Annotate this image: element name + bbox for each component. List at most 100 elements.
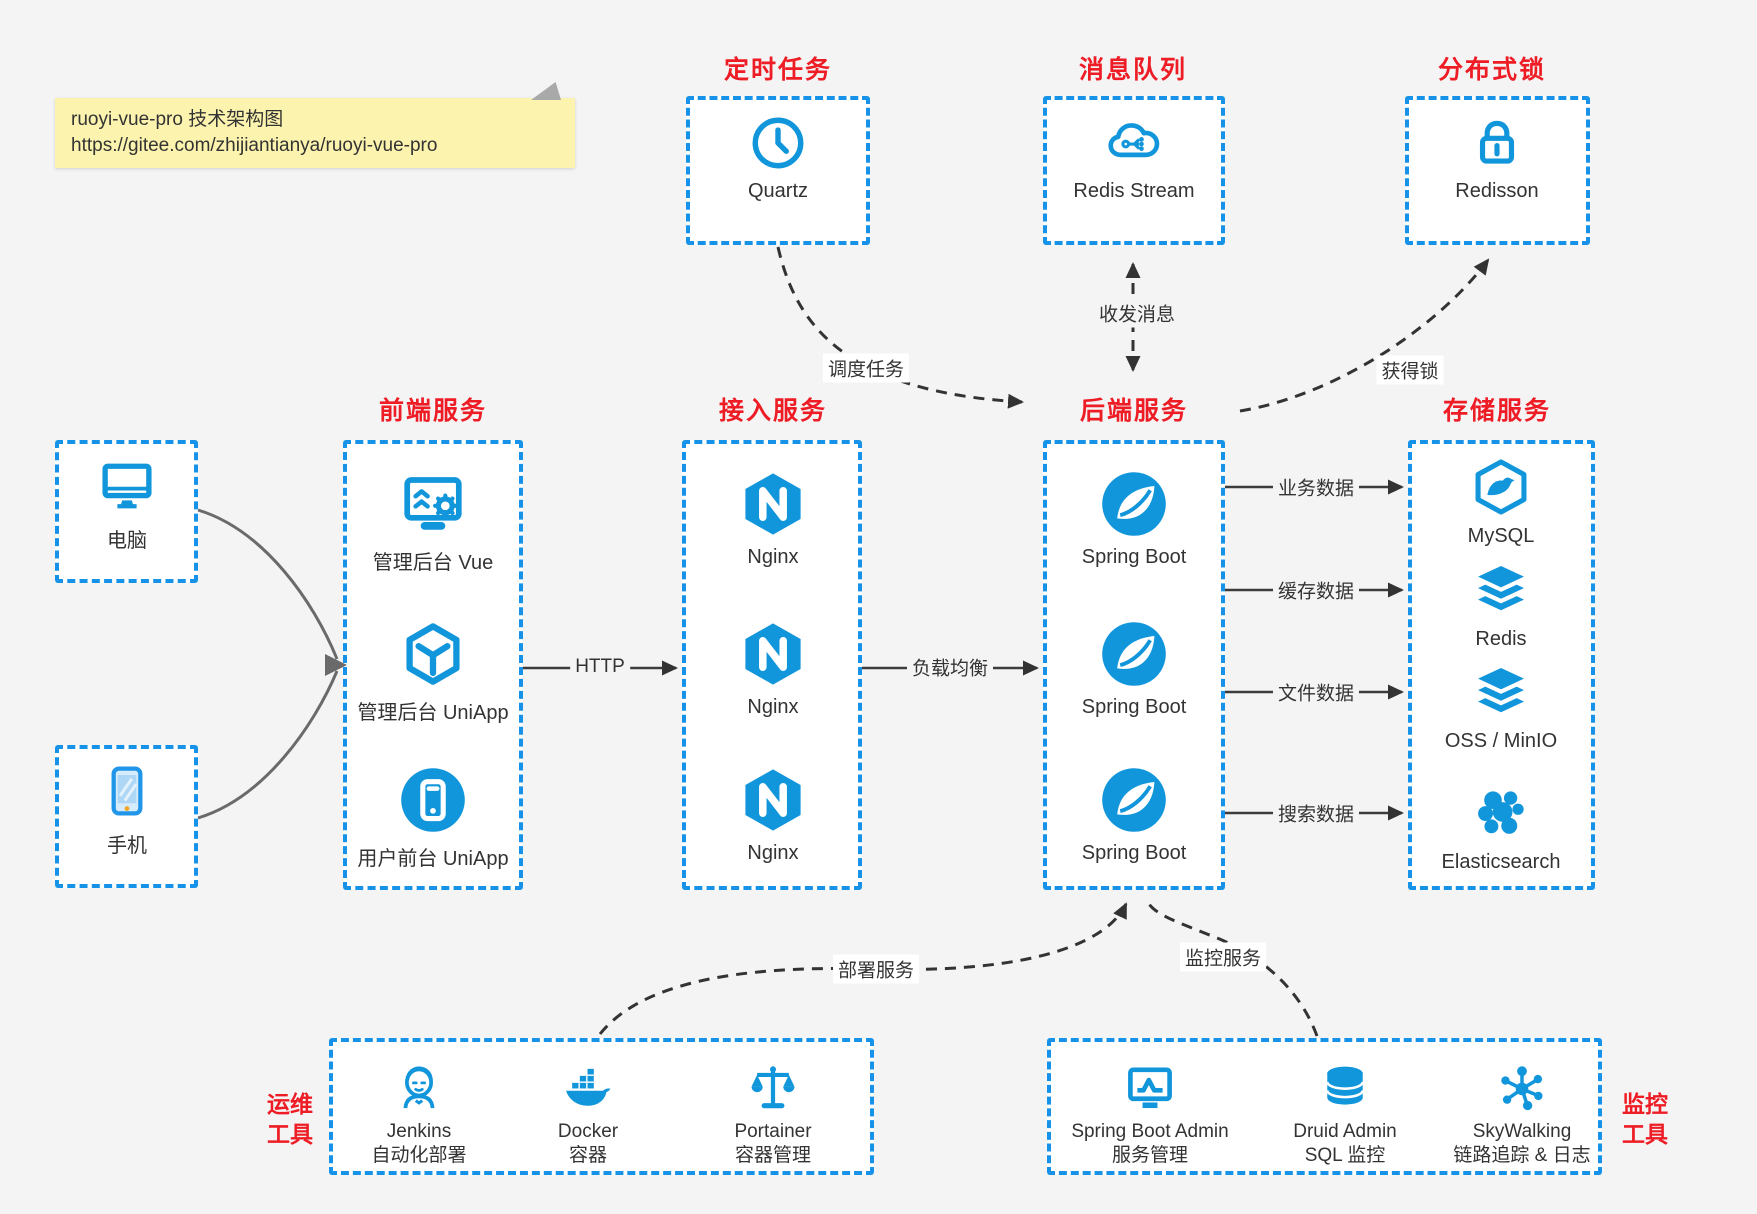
node-mobile: 手机 <box>22 759 232 858</box>
node-label: 管理后台 Vue <box>372 552 494 574</box>
node-admin-vue: 管理后台 Vue <box>328 468 538 575</box>
nginx-icon <box>745 623 801 685</box>
node-springboot-1: Spring Boot <box>1029 468 1239 569</box>
node-springboot-3: Spring Boot <box>1029 764 1239 865</box>
jenkins-icon <box>403 1066 435 1109</box>
elasticsearch-icon <box>1478 791 1524 834</box>
node-admin-uniapp: 管理后台 UniApp <box>328 618 538 725</box>
springboot-admin-icon <box>1128 1067 1172 1109</box>
redis-icon <box>1478 566 1524 611</box>
box-monitor-tools <box>1047 1038 1602 1175</box>
column-title-gateway: 接入服务 <box>718 397 828 425</box>
node-druid-admin: Druid Admin SQL 监控 <box>1240 1060 1450 1168</box>
node-jenkins: Jenkins 自动化部署 <box>314 1060 524 1168</box>
column-title-frontend: 前端服务 <box>378 397 488 425</box>
node-label: Spring Boot <box>1081 842 1187 864</box>
note-fold <box>531 82 561 100</box>
edge-label-message: 收发消息 <box>1093 298 1181 328</box>
node-label: 电脑 <box>107 530 147 552</box>
node-skywalking: SkyWalking 链路追踪 & 日志 <box>1417 1060 1627 1168</box>
box-message-queue <box>1043 96 1225 245</box>
node-label: Nginx <box>747 696 799 718</box>
node-docker: Docker 容器 <box>483 1060 693 1168</box>
note-sticky: ruoyi-vue-pro 技术架构图 https://gitee.com/zh… <box>55 82 575 168</box>
desktop-icon <box>102 463 152 509</box>
docker-icon <box>566 1068 611 1106</box>
node-label: Spring Boot <box>1081 696 1187 718</box>
node-nginx-2: Nginx <box>668 618 878 719</box>
node-springboot-admin: Spring Boot Admin 服务管理 <box>1045 1060 1255 1168</box>
edge-label-cache-data: 缓存数据 <box>1272 575 1360 605</box>
group-title-distributed-lock: 分布式锁 <box>1437 56 1547 84</box>
nginx-icon <box>745 473 801 535</box>
node-oss-minio: OSS / MinIO <box>1396 660 1606 753</box>
portainer-icon <box>751 1066 795 1109</box>
edge-label-monitor: 监控服务 <box>1179 942 1267 972</box>
ops-tools-title: 运维 工具 <box>267 1091 313 1147</box>
edge-label-search-data: 搜索数据 <box>1272 798 1360 828</box>
box-distributed-lock <box>1405 96 1590 245</box>
edge-label-business-data: 业务数据 <box>1272 472 1360 502</box>
node-sublabel: 链路追踪 & 日志 <box>1453 1145 1591 1166</box>
edge-label-http: HTTP <box>570 655 630 679</box>
spring-icon <box>1102 622 1166 686</box>
node-mysql: MySQL <box>1396 455 1606 548</box>
node-user-uniapp: 用户前台 UniApp <box>328 764 538 871</box>
node-redis-stream: Redis Stream <box>1029 112 1239 203</box>
message-cloud-icon <box>1108 123 1160 158</box>
node-redis: Redis <box>1396 558 1606 651</box>
column-title-storage: 存储服务 <box>1442 397 1552 425</box>
admin-vue-icon <box>404 477 462 530</box>
monitor-tools-title: 监控 工具 <box>1622 1091 1668 1147</box>
node-label: Docker <box>557 1121 619 1142</box>
node-label: MySQL <box>1467 525 1535 547</box>
node-springboot-2: Spring Boot <box>1029 618 1239 719</box>
node-sublabel: 容器管理 <box>734 1145 811 1166</box>
edge-label-file-data: 文件数据 <box>1272 677 1360 707</box>
edge-label-load-balance: 负载均衡 <box>906 652 994 682</box>
node-label: Spring Boot Admin <box>1071 1121 1229 1142</box>
node-nginx-3: Nginx <box>668 764 878 865</box>
node-sublabel: SQL 监控 <box>1304 1145 1386 1166</box>
spring-icon <box>1102 768 1166 832</box>
edge-lock <box>1239 258 1490 413</box>
node-nginx-1: Nginx <box>668 468 878 569</box>
lock-icon <box>1479 120 1515 164</box>
uniapp-cube-icon <box>406 623 460 685</box>
node-sublabel: 服务管理 <box>1111 1145 1188 1166</box>
node-label: Quartz <box>747 180 809 202</box>
edge-label-schedule: 调度任务 <box>822 353 910 383</box>
node-label: Nginx <box>747 546 799 568</box>
nginx-icon <box>745 769 801 831</box>
box-desktop-client <box>55 440 198 583</box>
node-quartz: Quartz <box>673 112 883 203</box>
group-title-message-queue: 消息队列 <box>1078 56 1188 84</box>
node-label: Redis <box>1475 628 1527 650</box>
note-title: ruoyi-vue-pro 技术架构图 <box>71 109 284 130</box>
node-label: Portainer <box>734 1121 812 1142</box>
mysql-icon <box>1475 459 1527 515</box>
spring-icon <box>1102 472 1166 536</box>
node-label: Jenkins <box>386 1121 452 1142</box>
note-url: https://gitee.com/zhijiantianya/ruoyi-vu… <box>71 135 438 156</box>
node-sublabel: 容器 <box>568 1145 607 1166</box>
node-sublabel: 自动化部署 <box>371 1145 467 1166</box>
user-app-icon <box>401 768 465 832</box>
node-label: 用户前台 UniApp <box>357 848 509 870</box>
node-label: 管理后台 UniApp <box>357 702 509 724</box>
column-title-backend: 后端服务 <box>1079 397 1189 425</box>
node-label: OSS / MinIO <box>1444 730 1558 752</box>
node-desktop: 电脑 <box>22 454 232 553</box>
node-label: Spring Boot <box>1081 546 1187 568</box>
clock-icon <box>752 117 804 169</box>
mobile-icon <box>111 766 143 816</box>
node-label: SkyWalking <box>1472 1121 1572 1142</box>
node-label: 手机 <box>107 835 147 857</box>
node-label: Elasticsearch <box>1441 851 1561 873</box>
edge-label-lock: 获得锁 <box>1376 355 1444 385</box>
node-portainer: Portainer 容器管理 <box>668 1060 878 1168</box>
node-elasticsearch: Elasticsearch <box>1396 781 1606 874</box>
skywalking-icon <box>1501 1066 1543 1111</box>
node-label: Druid Admin <box>1293 1121 1397 1142</box>
